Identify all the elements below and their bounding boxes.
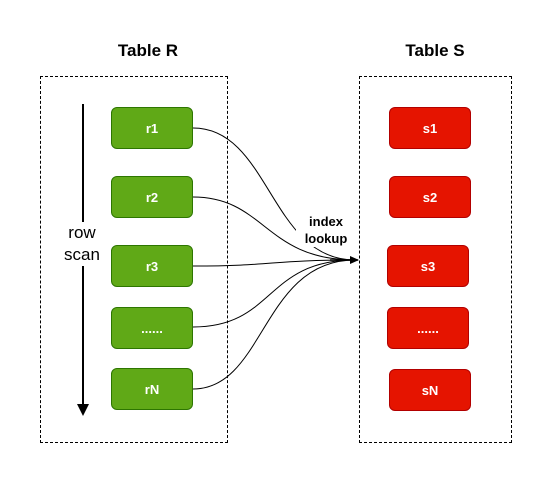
edge-r1-lookup	[192, 127, 356, 261]
edge-rN-lookup	[192, 259, 356, 390]
row-scan-label: row scan	[56, 222, 108, 266]
row-scan-arrowhead	[77, 404, 89, 416]
table-s-title: Table S	[405, 41, 465, 60]
index-lookup-label-line1: index	[309, 214, 343, 229]
edge-r3-lookup	[192, 259, 356, 267]
table-r-panel	[40, 76, 228, 443]
row-scan-label-line1: row	[68, 223, 96, 242]
table-r-row-r2: r2	[111, 176, 193, 218]
index-lookup-label-line2: lookup	[304, 231, 348, 246]
table-s-row-s3: s3	[387, 245, 469, 287]
table-s-panel	[359, 76, 512, 443]
index-lookup-label: index lookup	[296, 213, 356, 247]
table-s-row-sN: sN	[389, 369, 471, 411]
table-r-row-ellipsis: ......	[111, 307, 193, 349]
table-r-row-rN: rN	[111, 368, 193, 410]
table-r-row-r1: r1	[111, 107, 193, 149]
table-s-row-s2: s2	[389, 176, 471, 218]
table-r-title: Table R	[117, 41, 179, 60]
table-s-row-s1: s1	[389, 107, 471, 149]
edge-rdots-lookup	[192, 259, 356, 328]
edge-r2-lookup	[192, 196, 356, 261]
table-r-row-r3: r3	[111, 245, 193, 287]
row-scan-label-line2: scan	[64, 245, 100, 264]
table-s-row-ellipsis: ......	[387, 307, 469, 349]
